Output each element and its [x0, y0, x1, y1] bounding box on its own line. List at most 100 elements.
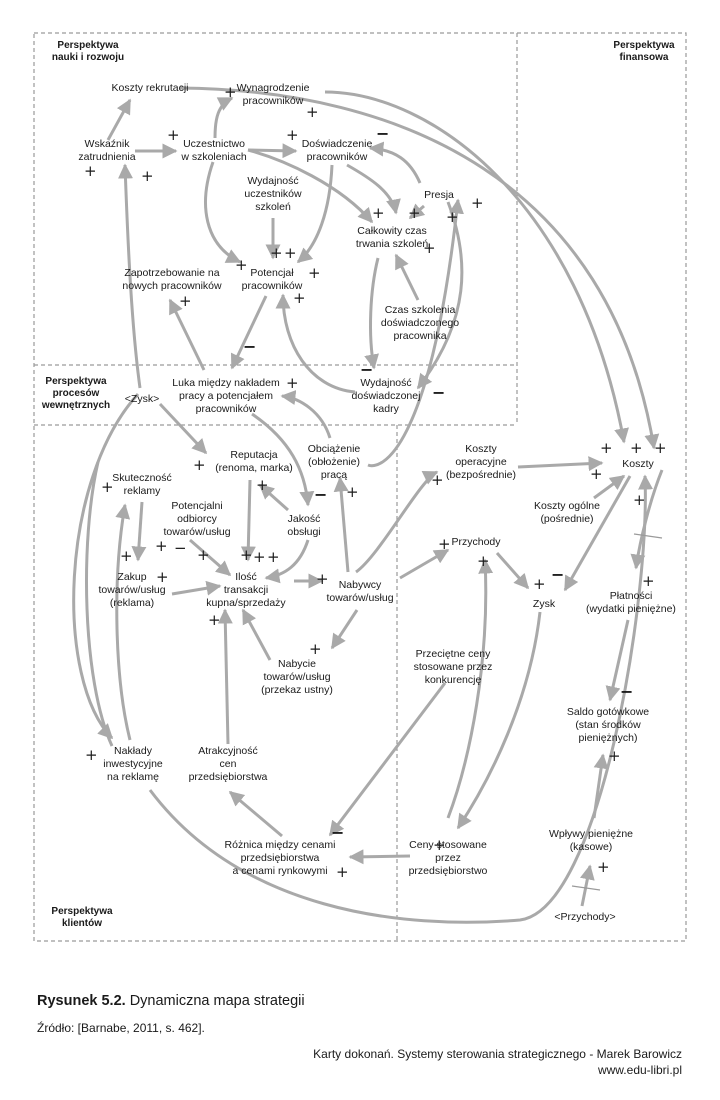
svg-text:+: +: [240, 546, 253, 564]
svg-text:+: +: [642, 572, 655, 590]
svg-text:+: +: [431, 471, 444, 489]
svg-text:+: +: [423, 239, 436, 257]
svg-text:+: +: [433, 836, 446, 854]
polarity-signs: + + + + + + − + + + + + + + + + + + − + …: [84, 83, 667, 881]
node-obciazenie: Obciążenie(obłożenie)pracą: [308, 443, 361, 481]
node-presja: Presja: [424, 189, 454, 201]
svg-text:+: +: [197, 546, 210, 564]
node-koszty-rekrutacji: Koszty rekrutacji: [111, 82, 188, 94]
svg-text:+: +: [446, 208, 459, 226]
svg-text:+: +: [267, 548, 280, 566]
svg-text:+: +: [477, 552, 490, 570]
svg-text:+: +: [208, 611, 221, 629]
svg-text:+: +: [224, 83, 237, 101]
svg-text:+: +: [316, 570, 329, 588]
svg-text:+: +: [346, 483, 359, 501]
page-footer: Karty dokonań. Systemy sterowania strate…: [313, 1046, 682, 1078]
node-platnosci: Płatności(wydatki pieniężne): [586, 590, 676, 615]
svg-text:+: +: [284, 244, 297, 262]
svg-text:+: +: [167, 126, 180, 144]
node-zysk: Zysk: [533, 598, 556, 610]
svg-text:+: +: [633, 491, 646, 509]
node-koszty: Koszty: [622, 458, 654, 470]
svg-text:+: +: [372, 204, 385, 222]
svg-text:+: +: [256, 476, 269, 494]
svg-text:+: +: [141, 167, 154, 185]
svg-text:+: +: [654, 439, 667, 457]
svg-text:−: −: [243, 337, 256, 356]
svg-text:−: −: [174, 539, 187, 557]
figure-number: Rysunek 5.2.: [37, 993, 126, 1009]
node-wplywy: Wpływy pieniężne(kasowe): [549, 828, 633, 853]
svg-text:−: −: [376, 124, 389, 143]
svg-text:+: +: [84, 162, 97, 180]
svg-text:+: +: [308, 264, 321, 282]
svg-text:+: +: [590, 465, 603, 483]
figure-caption: Rysunek 5.2. Dynamiczna mapa strategii: [37, 993, 305, 1009]
svg-text:+: +: [608, 747, 621, 765]
svg-text:+: +: [306, 103, 319, 121]
svg-text:+: +: [253, 548, 266, 566]
node-koszty-ogolne: Koszty ogólne(pośrednie): [534, 500, 600, 525]
svg-text:+: +: [293, 289, 306, 307]
node-reputacja: Reputacja(renoma, marka): [215, 449, 293, 474]
svg-text:+: +: [286, 126, 299, 144]
svg-text:+: +: [471, 194, 484, 212]
svg-text:−: −: [551, 565, 564, 584]
svg-text:+: +: [286, 374, 299, 392]
svg-text:−: −: [620, 682, 633, 701]
svg-text:+: +: [600, 439, 613, 457]
node-przychody-ref: <Przychody>: [554, 911, 615, 923]
svg-text:+: +: [438, 535, 451, 553]
node-zysk-ref: <Zysk>: [125, 393, 159, 405]
svg-text:+: +: [270, 244, 283, 262]
node-przychody: Przychody: [451, 536, 501, 548]
svg-text:+: +: [193, 456, 206, 474]
svg-text:+: +: [120, 547, 133, 565]
figure-title: Dynamiczna mapa strategii: [129, 993, 305, 1009]
svg-text:+: +: [156, 568, 169, 586]
svg-text:−: −: [360, 360, 373, 379]
svg-text:+: +: [309, 640, 322, 658]
footer-website: www.edu-libri.pl: [597, 1063, 682, 1077]
causal-links: [72, 86, 664, 924]
svg-text:+: +: [336, 863, 349, 881]
svg-text:−: −: [432, 383, 445, 402]
svg-text:−: −: [331, 823, 344, 842]
svg-text:+: +: [597, 858, 610, 876]
svg-text:+: +: [408, 204, 421, 222]
delay-marks: [571, 533, 663, 891]
svg-text:+: +: [235, 256, 248, 274]
svg-text:−: −: [314, 485, 327, 504]
figure-source: Źródło: [Barnabe, 2011, s. 462].: [37, 1021, 205, 1035]
svg-text:+: +: [101, 478, 114, 496]
svg-text:+: +: [85, 746, 98, 764]
